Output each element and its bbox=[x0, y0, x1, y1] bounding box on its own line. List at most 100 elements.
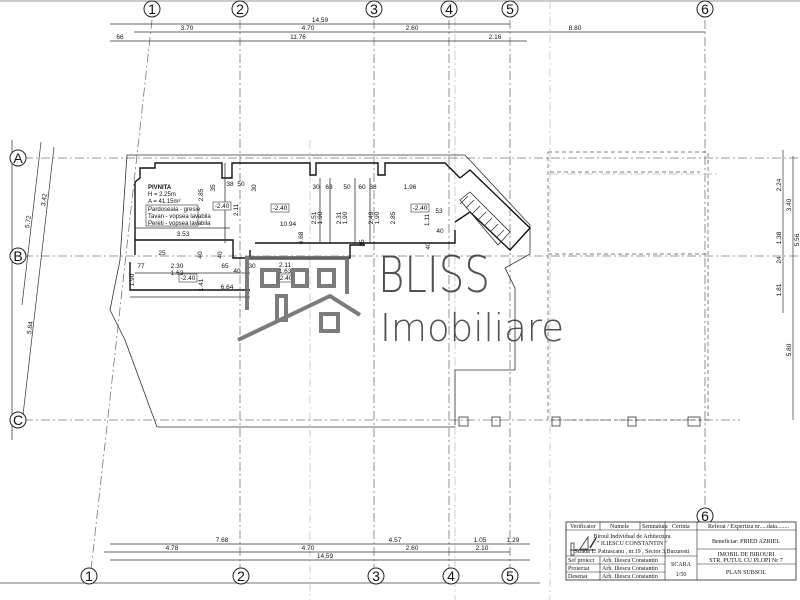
svg-text:3.53: 3.53 bbox=[177, 231, 190, 238]
svg-text:Cerinta: Cerinta bbox=[672, 524, 690, 530]
basement-walls bbox=[129, 162, 461, 298]
svg-text:11.76: 11.76 bbox=[290, 34, 306, 41]
svg-text:1.38: 1.38 bbox=[776, 231, 783, 244]
svg-text:40: 40 bbox=[425, 242, 432, 250]
svg-text:Verificator: Verificator bbox=[570, 523, 596, 530]
svg-text:1.81: 1.81 bbox=[776, 283, 783, 296]
architect-logo-icon bbox=[570, 535, 597, 556]
title-block: Verificator Numele Semnatura Cerinta Ref… bbox=[565, 521, 797, 581]
svg-text:SCARA: SCARA bbox=[671, 562, 692, 568]
svg-text:Desenat: Desenat bbox=[568, 574, 588, 580]
svg-text:6: 6 bbox=[701, 508, 709, 524]
svg-text:35: 35 bbox=[210, 184, 217, 192]
svg-text:5: 5 bbox=[506, 568, 514, 584]
svg-text:35: 35 bbox=[359, 239, 366, 247]
svg-text:-2.40: -2.40 bbox=[215, 203, 230, 210]
svg-text:50: 50 bbox=[237, 181, 245, 188]
svg-text:A: A bbox=[13, 150, 23, 166]
svg-text:60: 60 bbox=[358, 184, 366, 191]
svg-text:2.60: 2.60 bbox=[406, 545, 419, 552]
svg-text:2.16: 2.16 bbox=[489, 34, 502, 41]
svg-text:1.05: 1.05 bbox=[474, 537, 487, 544]
svg-text:5.84: 5.84 bbox=[26, 321, 35, 335]
svg-text:7.68: 7.68 bbox=[216, 537, 229, 544]
svg-text:25: 25 bbox=[158, 250, 166, 257]
svg-text:IMOBIL DE BIROURI: IMOBIL DE BIROURI bbox=[718, 552, 775, 558]
svg-text:Tavan - vopsea lavabila: Tavan - vopsea lavabila bbox=[148, 214, 211, 220]
svg-text:Referat / Expertiza nr.....d: Referat / Expertiza nr.....data........ bbox=[708, 523, 789, 530]
svg-text:5.72: 5.72 bbox=[24, 215, 33, 229]
horizontal-grid-axes bbox=[24, 157, 800, 421]
svg-text:Numele: Numele bbox=[610, 524, 629, 530]
svg-text:1.41: 1.41 bbox=[198, 278, 205, 291]
bottom-dimensions: 7.68 4.57 1.05 1.29 4.78 4.70 2.60 2.10 … bbox=[104, 537, 530, 561]
bliss-logo-watermark: BLISS Imobiliare bbox=[237, 246, 564, 350]
svg-text:1.29: 1.29 bbox=[507, 537, 520, 544]
svg-text:Strada L. Patrascanu , nr.19 ,: Strada L. Patrascanu , nr.19 , Sector 3,… bbox=[575, 549, 690, 555]
svg-text:3.40: 3.40 bbox=[786, 198, 793, 211]
svg-text:Arh. Iliescu Constantin: Arh. Iliescu Constantin bbox=[602, 558, 658, 564]
svg-text:1.90: 1.90 bbox=[374, 211, 381, 224]
svg-text:4: 4 bbox=[445, 1, 453, 17]
svg-text:2: 2 bbox=[237, 568, 245, 584]
svg-text:6.64: 6.64 bbox=[221, 284, 234, 291]
svg-text:38: 38 bbox=[369, 184, 377, 191]
svg-text:5.56: 5.56 bbox=[794, 233, 800, 246]
svg-text:50: 50 bbox=[343, 184, 351, 191]
columns bbox=[458, 416, 701, 427]
svg-text:Pereti - vopsea lavabila: Pereti - vopsea lavabila bbox=[148, 221, 211, 227]
svg-text:1: 1 bbox=[148, 1, 156, 17]
svg-text:2.85: 2.85 bbox=[198, 188, 205, 201]
svg-text:C: C bbox=[13, 412, 23, 428]
room-label-pivnita: PIVNITA H = 2.25m A = 41.15m² Pardoseala… bbox=[145, 185, 211, 227]
svg-text:8.80: 8.80 bbox=[569, 25, 582, 32]
svg-text:1.90: 1.90 bbox=[342, 211, 349, 224]
staircase bbox=[454, 169, 531, 252]
svg-text:40: 40 bbox=[197, 251, 204, 259]
svg-text:1.96: 1.96 bbox=[404, 184, 417, 191]
building-outline bbox=[109, 151, 709, 428]
svg-text:2.49: 2.49 bbox=[368, 211, 375, 224]
svg-text:4.78: 4.78 bbox=[166, 545, 179, 552]
svg-text:5: 5 bbox=[506, 1, 514, 17]
svg-text:Arh. Iliescu Constantin: Arh. Iliescu Constantin bbox=[602, 566, 658, 572]
svg-text:1: 1 bbox=[85, 568, 93, 584]
svg-text:2.85: 2.85 bbox=[390, 211, 397, 224]
svg-text:1.90: 1.90 bbox=[129, 273, 136, 286]
svg-text:4.57: 4.57 bbox=[389, 537, 402, 544]
svg-text:1.11: 1.11 bbox=[424, 214, 431, 227]
svg-text:4.70: 4.70 bbox=[302, 545, 315, 552]
svg-text:STR. PUTUL CU PLOPI Nr 7: STR. PUTUL CU PLOPI Nr 7 bbox=[709, 558, 782, 564]
svg-text:40: 40 bbox=[436, 228, 444, 235]
svg-text:53: 53 bbox=[435, 208, 443, 215]
svg-text:Semnatura: Semnatura bbox=[642, 524, 668, 530]
svg-text:Pardoseala - gresie: Pardoseala - gresie bbox=[148, 207, 201, 213]
svg-text:65: 65 bbox=[221, 263, 229, 270]
svg-text:1/50: 1/50 bbox=[676, 572, 687, 578]
svg-text:Proiectat: Proiectat bbox=[568, 566, 590, 572]
svg-text:-2.40: -2.40 bbox=[273, 205, 288, 212]
svg-text:2.60: 2.60 bbox=[406, 25, 419, 32]
left-dimensions: 5.72 3.42 5.84 bbox=[21, 141, 55, 416]
vertical-grid-axes bbox=[90, 0, 706, 600]
svg-text:5.80: 5.80 bbox=[786, 343, 793, 356]
svg-text:Imobiliare: Imobiliare bbox=[380, 306, 564, 350]
svg-text:30: 30 bbox=[312, 184, 320, 191]
svg-text:2.31: 2.31 bbox=[336, 211, 343, 224]
svg-text:-2.40: -2.40 bbox=[181, 275, 196, 282]
svg-text:A = 41.15m²: A = 41.15m² bbox=[148, 199, 181, 205]
svg-text:-2.40: -2.40 bbox=[278, 275, 293, 282]
svg-text:2: 2 bbox=[236, 1, 244, 17]
svg-text:14,59: 14,59 bbox=[317, 553, 334, 560]
svg-text:1.90: 1.90 bbox=[317, 211, 324, 224]
svg-text:3.42: 3.42 bbox=[40, 193, 49, 207]
top-dimensions: 14,59 3.70 4.70 2.60 8.80 66 11.76 2.16 bbox=[110, 17, 705, 42]
svg-text:2.24: 2.24 bbox=[776, 178, 783, 191]
svg-text:2.51: 2.51 bbox=[311, 211, 318, 224]
svg-text:PLAN SUBSOL: PLAN SUBSOL bbox=[726, 570, 767, 576]
svg-text:40: 40 bbox=[217, 251, 224, 259]
svg-text:Biroul Individual de Arhitectu: Biroul Individual de Arhitectura bbox=[593, 534, 670, 540]
svg-text:2.30: 2.30 bbox=[171, 263, 184, 270]
svg-text:66: 66 bbox=[116, 34, 124, 41]
